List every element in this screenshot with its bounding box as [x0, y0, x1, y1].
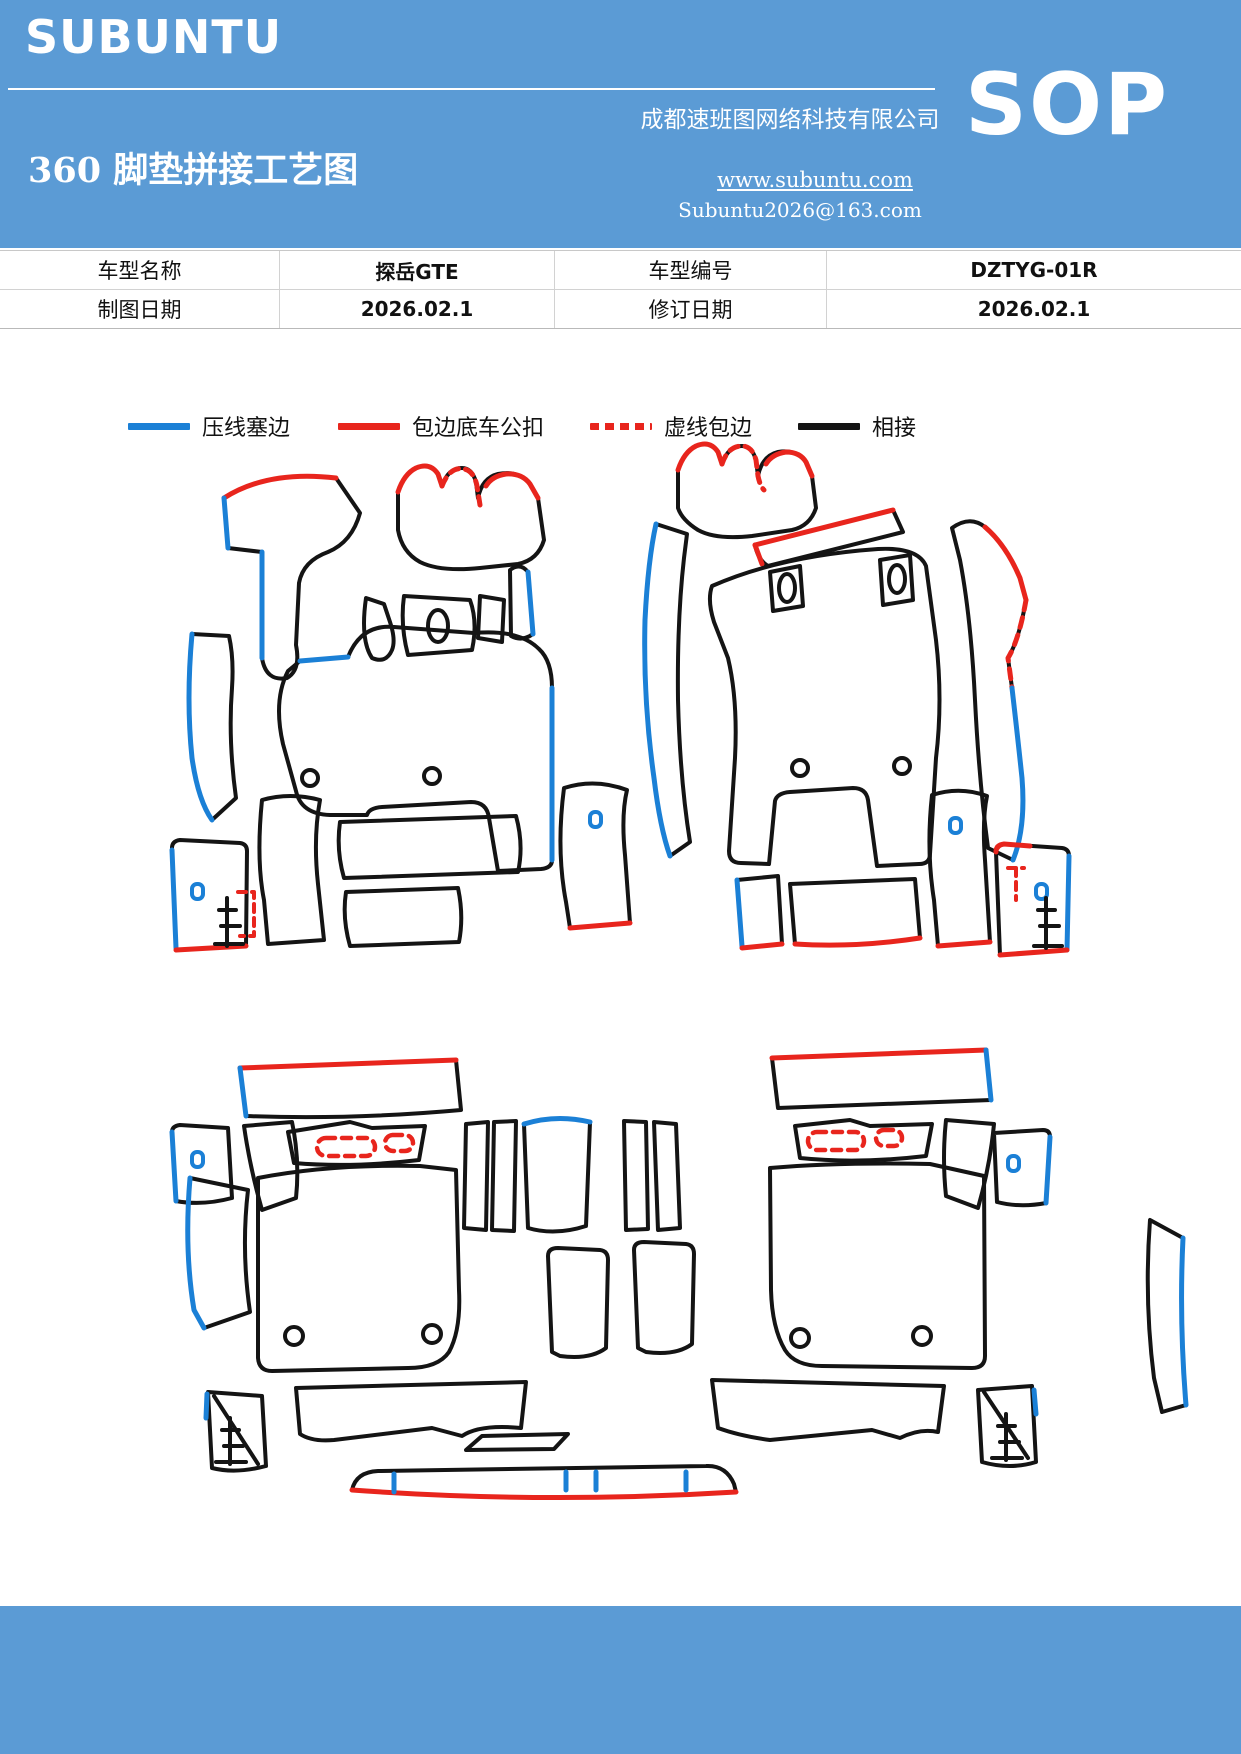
front-left-blade-piece: [508, 564, 536, 641]
table-cell-value: DZTYG-01R: [827, 251, 1241, 290]
brand-logo: SUBUNTU: [25, 10, 283, 64]
rear-right-tree-square: [976, 1384, 1039, 1468]
front-left-small-pieces: [362, 594, 506, 662]
website-link[interactable]: www.subuntu.com: [717, 168, 913, 192]
rear-right-buckle-trapezoid: [793, 1118, 934, 1163]
front-left-crown-piece: [395, 463, 546, 572]
legend-label: 压线塞边: [202, 416, 291, 441]
rear-bottom-sill-strip: [349, 1463, 739, 1501]
table-cell-value: 2026.02.1: [280, 290, 555, 328]
table-cell-value: 探岳GTE: [280, 251, 555, 290]
rear-left-outer-sliver: [185, 1175, 252, 1331]
table-cell-label: 车型名称: [0, 251, 280, 290]
rear-tunnel-strips: [462, 1119, 696, 1359]
rear-wing-pieces: [242, 1118, 996, 1212]
front-right-corner-square: [993, 841, 1072, 958]
black-line-swatch: [798, 422, 860, 430]
front-right-bottom-strips: [734, 788, 993, 951]
rear-left-top-rect: [237, 1057, 463, 1120]
rear-center-tunnel: [521, 1115, 593, 1234]
header-divider: [8, 88, 935, 90]
rear-right-main-mat: [768, 1161, 987, 1370]
table-cell-label: 车型编号: [555, 251, 827, 290]
blue-line-swatch: [128, 422, 190, 430]
red-line-swatch: [338, 422, 400, 430]
red-dashed-swatch: [590, 422, 652, 430]
email-text: Subuntu2026@163.com: [678, 198, 922, 222]
legend-label: 虚线包边: [664, 416, 753, 441]
sop-label: SOP: [965, 55, 1170, 155]
vehicle-info-table: 车型名称 探岳GTE 车型编号 DZTYG-01R 制图日期 2026.02.1…: [0, 250, 1241, 329]
front-left-bottom-strips: [257, 794, 523, 948]
rear-right-outer-sliver: [1145, 1218, 1189, 1414]
rear-left-main-mat: [256, 1163, 462, 1373]
front-right-side-sliver: [642, 521, 692, 859]
front-right-top-band: [752, 507, 905, 568]
legend-item: 相接: [798, 410, 916, 442]
line-type-legend: 压线塞边 包边底车公扣 虚线包边 相接: [0, 402, 1241, 442]
table-cell-value: 2026.02.1: [827, 290, 1241, 328]
rear-right-side-square: [992, 1128, 1053, 1208]
front-left-main-mat: [277, 624, 555, 873]
front-right-main-mat: [707, 546, 942, 868]
front-left-hook-strip: [558, 781, 633, 931]
table-cell-label: 制图日期: [0, 290, 280, 328]
front-right-crown-piece: [675, 441, 818, 540]
front-right-oval-pieces: [768, 553, 915, 613]
header-banner: SUBUNTU 成都速班图网络科技有限公司 360 脚垫拼接工艺图 www.su…: [0, 0, 1241, 248]
rear-left-tree-square: [203, 1390, 268, 1473]
rear-bottom-panels: [294, 1378, 946, 1452]
front-left-corner-square: [169, 838, 256, 953]
table-cell-label: 修订日期: [555, 290, 827, 328]
legend-item: 包边底车公扣: [338, 410, 544, 442]
front-left-side-sliver: [186, 631, 238, 823]
front-mats-diagram: [169, 441, 1072, 958]
rear-left-buckle-trapezoid: [286, 1120, 427, 1167]
front-left-top-piece: [221, 473, 362, 681]
legend-label: 相接: [872, 416, 917, 441]
front-right-edge-sliver: [950, 519, 1029, 863]
mat-pattern-diagrams: [169, 441, 1189, 1501]
legend-item: 虚线包边: [590, 410, 752, 442]
company-name: 成都速班图网络科技有限公司: [640, 107, 940, 133]
rear-right-top-rect: [769, 1047, 994, 1110]
footer-banner: 成都速班图网络科技有限公司 www.subuntu.com: [0, 1606, 1241, 1754]
page-title: 360 脚垫拼接工艺图: [28, 150, 359, 191]
legend-item: 压线塞边: [128, 410, 290, 442]
rear-mats-diagram: [169, 1047, 1189, 1501]
rear-left-side-square: [169, 1123, 234, 1205]
legend-label: 包边底车公扣: [412, 416, 545, 441]
